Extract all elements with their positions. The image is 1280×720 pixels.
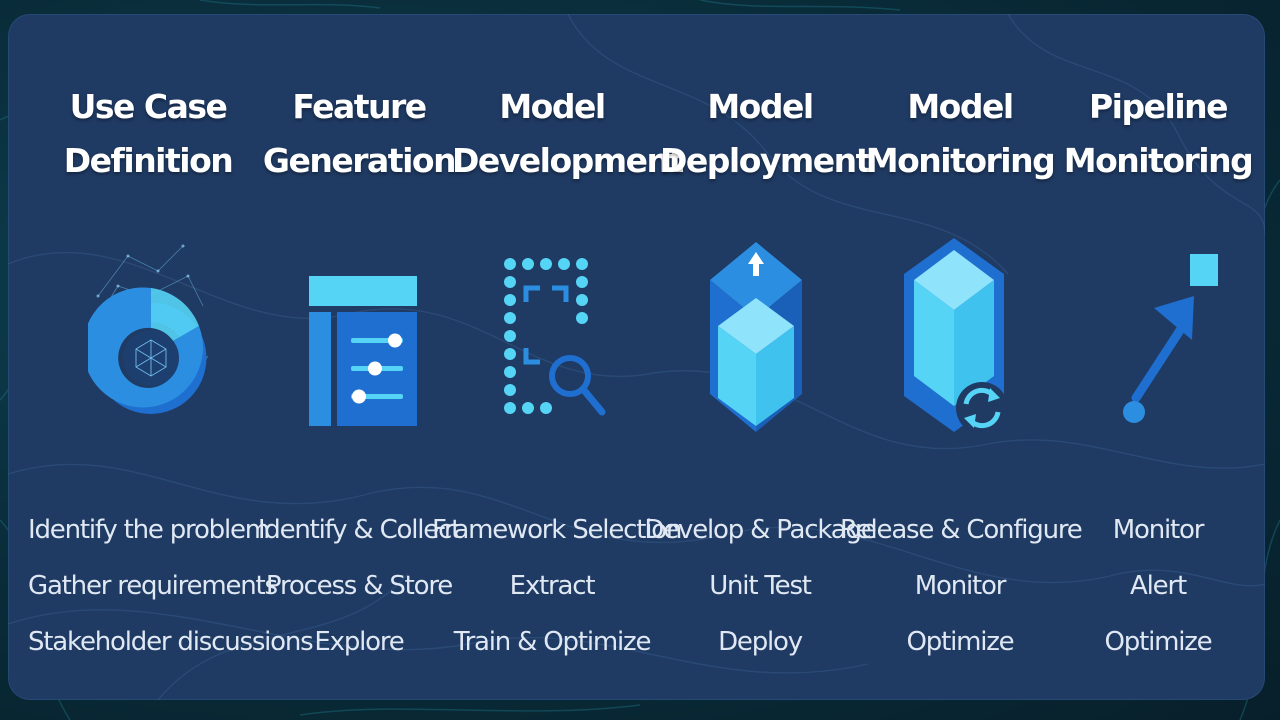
- stage-title-line2: Deployment: [660, 141, 871, 180]
- cube-refresh-icon: [900, 236, 1020, 456]
- step-item: Alert: [1130, 571, 1187, 601]
- stage-title-line2: Monitoring: [1063, 141, 1254, 180]
- stage-model-monitoring: Model Monitoring Release & Configure Mon…: [840, 14, 1083, 700]
- stage-title-line1: Use Case: [69, 87, 228, 126]
- step-item: Deploy: [718, 627, 803, 657]
- stage-title-line2: Monitoring: [865, 141, 1056, 180]
- step-item: Identify & Collect: [257, 515, 462, 545]
- stage-title-line2: Generation: [262, 141, 457, 180]
- stage-title: Model Deployment: [660, 80, 871, 188]
- stage-model-development: Model Development: [432, 14, 684, 700]
- stage-steps: Monitor Alert Optimize: [1038, 502, 1265, 670]
- stage-title-line1: Model: [707, 87, 814, 126]
- step-item: Explore: [314, 627, 404, 657]
- stage-pipeline-monitoring: Pipeline Monitoring Monitor Alert Optimi…: [1058, 14, 1258, 700]
- step-item: Stakeholder discussions: [28, 627, 314, 657]
- stage-steps: Identify the problem Gather requirements…: [28, 502, 314, 670]
- step-item: Develop & Package: [644, 515, 876, 545]
- package-upload-cube-icon: [700, 236, 820, 456]
- stage-title-line1: Feature: [292, 87, 427, 126]
- lifecycle-panel: Use Case Definition: [8, 14, 1265, 700]
- step-item: Optimize: [1104, 627, 1213, 657]
- step-item: Optimize: [906, 627, 1015, 657]
- trend-arrow-icon: [1098, 236, 1218, 456]
- step-item: Framework Selection: [432, 515, 682, 545]
- stage-feature-generation: Feature Generation Identify & Collect Pr…: [258, 14, 462, 700]
- stage-title: Use Case Definition: [48, 80, 248, 188]
- step-item: Gather requirements: [28, 571, 278, 601]
- sliders-panel-icon: [299, 236, 419, 456]
- stage-title: Pipeline Monitoring: [1058, 80, 1258, 188]
- stage-title: Model Monitoring: [860, 80, 1060, 188]
- step-item: Monitor: [914, 571, 1007, 601]
- dot-grid-search-icon: [492, 236, 612, 456]
- stage-title-line2: Development: [452, 141, 684, 180]
- stage-use-case-definition: Use Case Definition: [28, 14, 314, 700]
- stage-title: Model Development: [452, 80, 684, 188]
- step-item: Identify the problem: [28, 515, 270, 545]
- stage-steps: Release & Configure Monitor Optimize: [840, 502, 1083, 670]
- stage-steps: Develop & Package Unit Test Deploy: [640, 502, 880, 670]
- stage-title: Feature Generation: [259, 80, 459, 188]
- stage-title-line1: Model: [499, 87, 606, 126]
- stage-title-line1: Model: [907, 87, 1014, 126]
- step-item: Extract: [509, 571, 596, 601]
- step-item: Train & Optimize: [453, 627, 652, 657]
- step-item: Monitor: [1112, 515, 1205, 545]
- donut-chart-icon: [88, 236, 208, 456]
- step-item: Unit Test: [709, 571, 812, 601]
- step-item: Process & Store: [265, 571, 453, 601]
- stage-steps: Identify & Collect Process & Store Explo…: [239, 502, 479, 670]
- stage-model-deployment: Model Deployment Develop & Package Unit …: [644, 14, 876, 700]
- stage-steps: Framework Selection Extract Train & Opti…: [432, 502, 682, 670]
- stage-title-line1: Pipeline: [1089, 87, 1229, 126]
- stage-title-line2: Definition: [63, 141, 234, 180]
- step-item: Release & Configure: [840, 515, 1083, 545]
